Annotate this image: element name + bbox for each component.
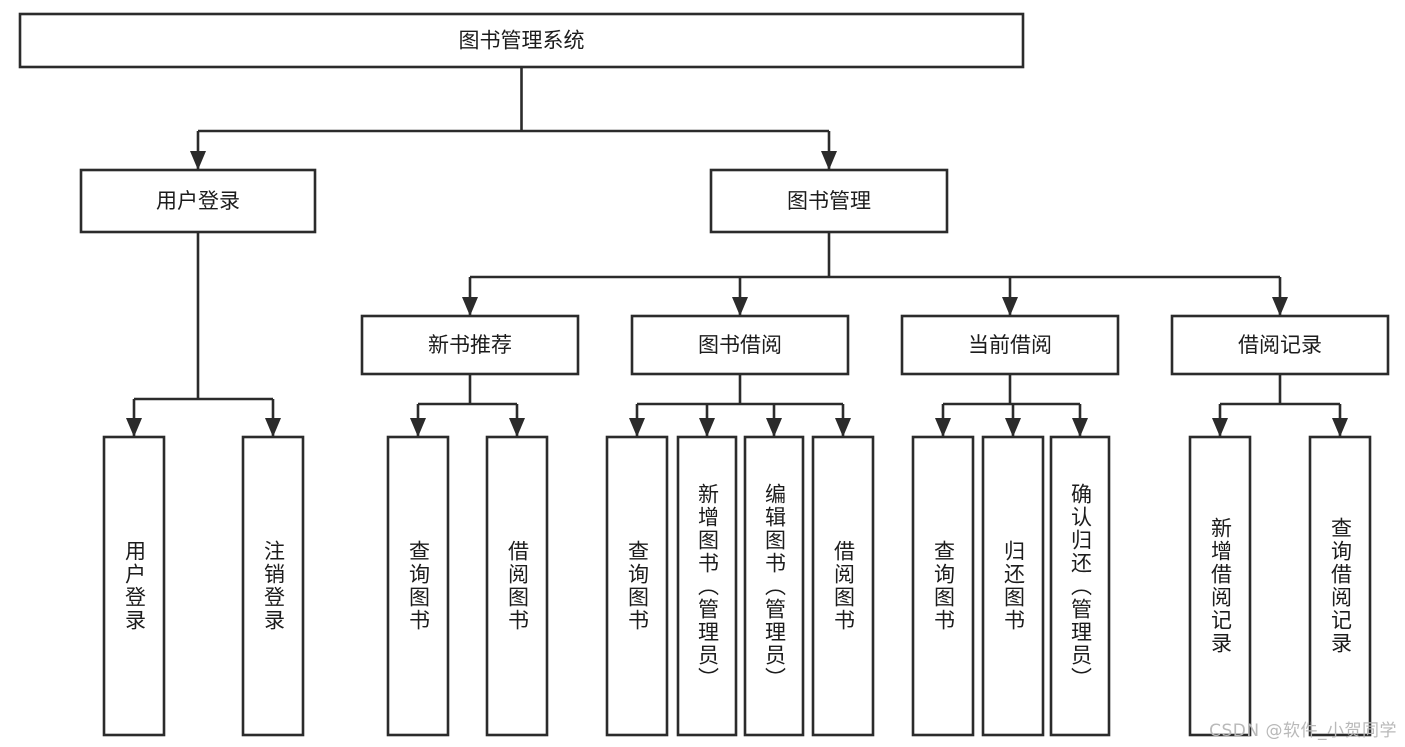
arrow-head-icon <box>732 297 748 316</box>
node-box-leaf-8[interactable] <box>911 435 975 737</box>
node-label-l2-0: 新书推荐 <box>428 333 512 357</box>
arrow-head-icon <box>462 297 478 316</box>
node-box-l2-0[interactable] <box>360 314 580 376</box>
node-label-l2-1: 图书借阅 <box>698 333 782 357</box>
node-label-root: 图书管理系统 <box>459 29 585 53</box>
arrow-head-icon <box>1212 418 1228 437</box>
node-box-leaf-0[interactable] <box>102 435 166 737</box>
node-box-l2-2[interactable] <box>900 314 1120 376</box>
arrow-head-icon <box>935 418 951 437</box>
node-box-root[interactable] <box>18 12 1025 69</box>
node-box-leaf-12[interactable] <box>1308 435 1372 737</box>
arrow-head-icon <box>190 151 206 170</box>
arrow-head-icon <box>821 151 837 170</box>
arrow-head-icon <box>1005 418 1021 437</box>
node-box-leaf-2[interactable] <box>386 435 450 737</box>
arrow-head-icon <box>265 418 281 437</box>
arrow-head-icon <box>126 418 142 437</box>
connector-lines <box>126 67 1348 437</box>
arrow-head-icon <box>1332 418 1348 437</box>
node-box-l1-0[interactable] <box>79 168 317 234</box>
node-label-l1-0: 用户登录 <box>156 189 240 213</box>
watermark-text: CSDN @软件_小贺同学 <box>1209 721 1397 741</box>
arrow-head-icon <box>410 418 426 437</box>
node-box-leaf-4[interactable] <box>605 435 669 737</box>
arrow-head-icon <box>835 418 851 437</box>
node-box-leaf-10[interactable] <box>1049 435 1111 737</box>
node-label-l2-3: 借阅记录 <box>1238 333 1322 357</box>
node-box-leaf-1[interactable] <box>241 435 305 737</box>
node-box-leaf-11[interactable] <box>1188 435 1252 737</box>
node-box-leaf-5[interactable] <box>676 435 738 737</box>
node-label-l2-2: 当前借阅 <box>968 333 1052 357</box>
arrow-head-icon <box>699 418 715 437</box>
node-box-l2-1[interactable] <box>630 314 850 376</box>
node-box-leaf-3[interactable] <box>485 435 549 737</box>
node-box-l1-1[interactable] <box>709 168 949 234</box>
arrow-head-icon <box>766 418 782 437</box>
arrow-head-icon <box>1002 297 1018 316</box>
arrow-head-icon <box>509 418 525 437</box>
node-label-l1-1: 图书管理 <box>787 189 871 213</box>
arrow-head-icon <box>1072 418 1088 437</box>
node-box-leaf-6[interactable] <box>743 435 805 737</box>
arrow-head-icon <box>629 418 645 437</box>
node-box-leaf-9[interactable] <box>981 435 1045 737</box>
node-box-leaf-7[interactable] <box>811 435 875 737</box>
node-boxes <box>18 12 1390 737</box>
node-box-l2-3[interactable] <box>1170 314 1390 376</box>
arrow-head-icon <box>1272 297 1288 316</box>
